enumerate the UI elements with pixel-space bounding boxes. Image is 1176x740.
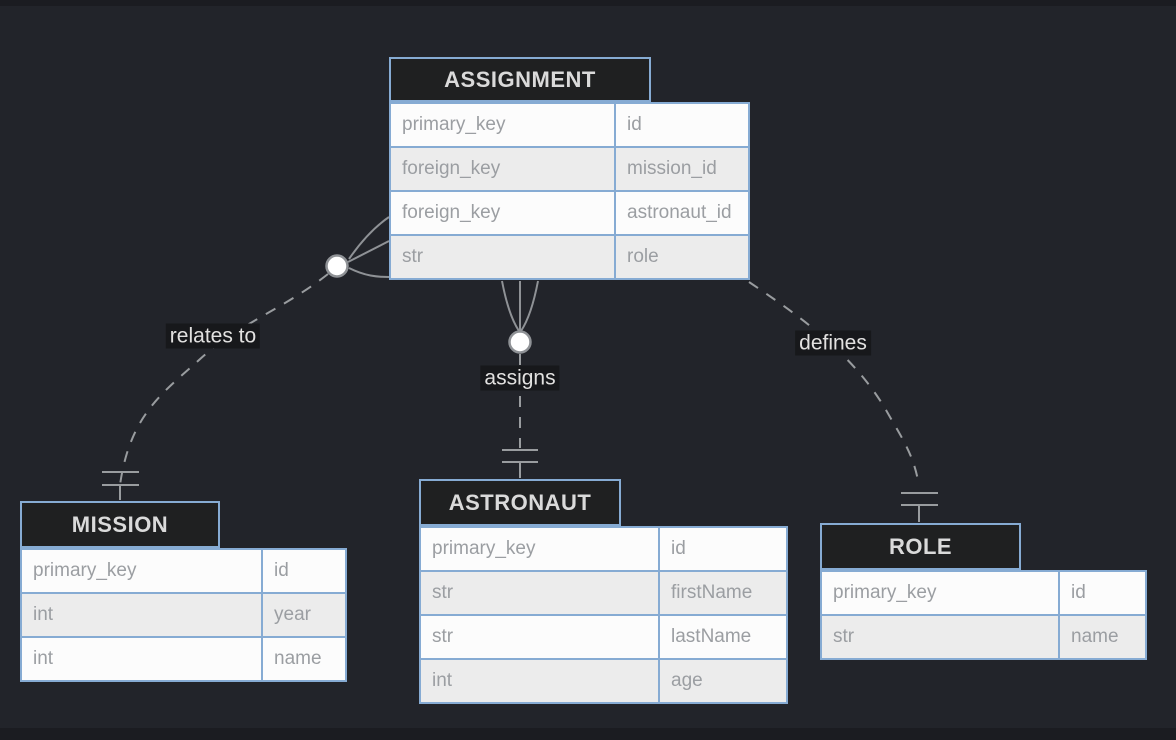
entity-astronaut-attributes: primary_key id str firstName str lastNam… <box>419 526 788 704</box>
relates-to-zero-circle-marker <box>325 254 349 278</box>
assigns-zero-circle-marker <box>508 330 532 354</box>
attr-name-cell: year <box>263 594 345 636</box>
attr-type-cell: foreign_key <box>391 192 614 234</box>
attr-name-cell: name <box>263 638 345 680</box>
attr-name-cell: id <box>263 550 345 592</box>
entity-role-title: ROLE <box>820 523 1021 570</box>
attr-type-cell: int <box>22 594 261 636</box>
attr-name-cell: firstName <box>660 572 786 614</box>
relates-to-crowfoot-prong-top <box>348 216 390 260</box>
entity-astronaut-title: ASTRONAUT <box>419 479 621 526</box>
attr-name-cell: id <box>660 528 786 570</box>
attr-type-cell: primary_key <box>391 104 614 146</box>
attr-name-cell: age <box>660 660 786 702</box>
attr-name-cell: name <box>1060 616 1145 658</box>
attr-type-cell: primary_key <box>822 572 1058 614</box>
entity-role-attributes: primary_key id str name <box>820 570 1147 660</box>
relationship-label-assigns: assigns <box>480 365 560 391</box>
attr-name-cell: lastName <box>660 616 786 658</box>
relationship-label-defines: defines <box>795 330 871 356</box>
defines-line <box>748 281 920 487</box>
attr-name-cell: role <box>616 236 748 278</box>
assigns-crowfoot-prong-right <box>520 280 539 332</box>
entity-mission-title: MISSION <box>20 501 220 548</box>
attr-type-cell: int <box>22 638 261 680</box>
entity-assignment-title: ASSIGNMENT <box>389 57 651 102</box>
attr-type-cell: str <box>421 616 658 658</box>
entity-astronaut: ASTRONAUT primary_key id str firstName s… <box>419 479 788 704</box>
attr-type-cell: primary_key <box>421 528 658 570</box>
attr-type-cell: foreign_key <box>391 148 614 190</box>
top-edge-band <box>0 0 1176 6</box>
entity-mission: MISSION primary_key id int year int name <box>20 501 347 682</box>
attr-type-cell: str <box>822 616 1058 658</box>
attr-name-cell: astronaut_id <box>616 192 748 234</box>
entity-assignment-attributes: primary_key id foreign_key mission_id fo… <box>389 102 750 280</box>
entity-role: ROLE primary_key id str name <box>820 523 1147 660</box>
attr-type-cell: int <box>421 660 658 702</box>
entity-assignment: ASSIGNMENT primary_key id foreign_key mi… <box>389 57 750 280</box>
relates-to-crowfoot-prong-bottom <box>348 267 390 278</box>
relates-to-crowfoot-prong-mid <box>347 240 390 263</box>
entity-mission-attributes: primary_key id int year int name <box>20 548 347 682</box>
attr-type-cell: primary_key <box>22 550 261 592</box>
assigns-crowfoot-prong-left <box>501 280 520 332</box>
attr-name-cell: id <box>1060 572 1145 614</box>
relates-to-line <box>119 273 329 486</box>
attr-type-cell: str <box>421 572 658 614</box>
attr-name-cell: id <box>616 104 748 146</box>
attr-type-cell: str <box>391 236 614 278</box>
relationship-label-relates-to: relates to <box>165 323 261 349</box>
attr-name-cell: mission_id <box>616 148 748 190</box>
bottom-edge-band <box>0 728 1176 740</box>
